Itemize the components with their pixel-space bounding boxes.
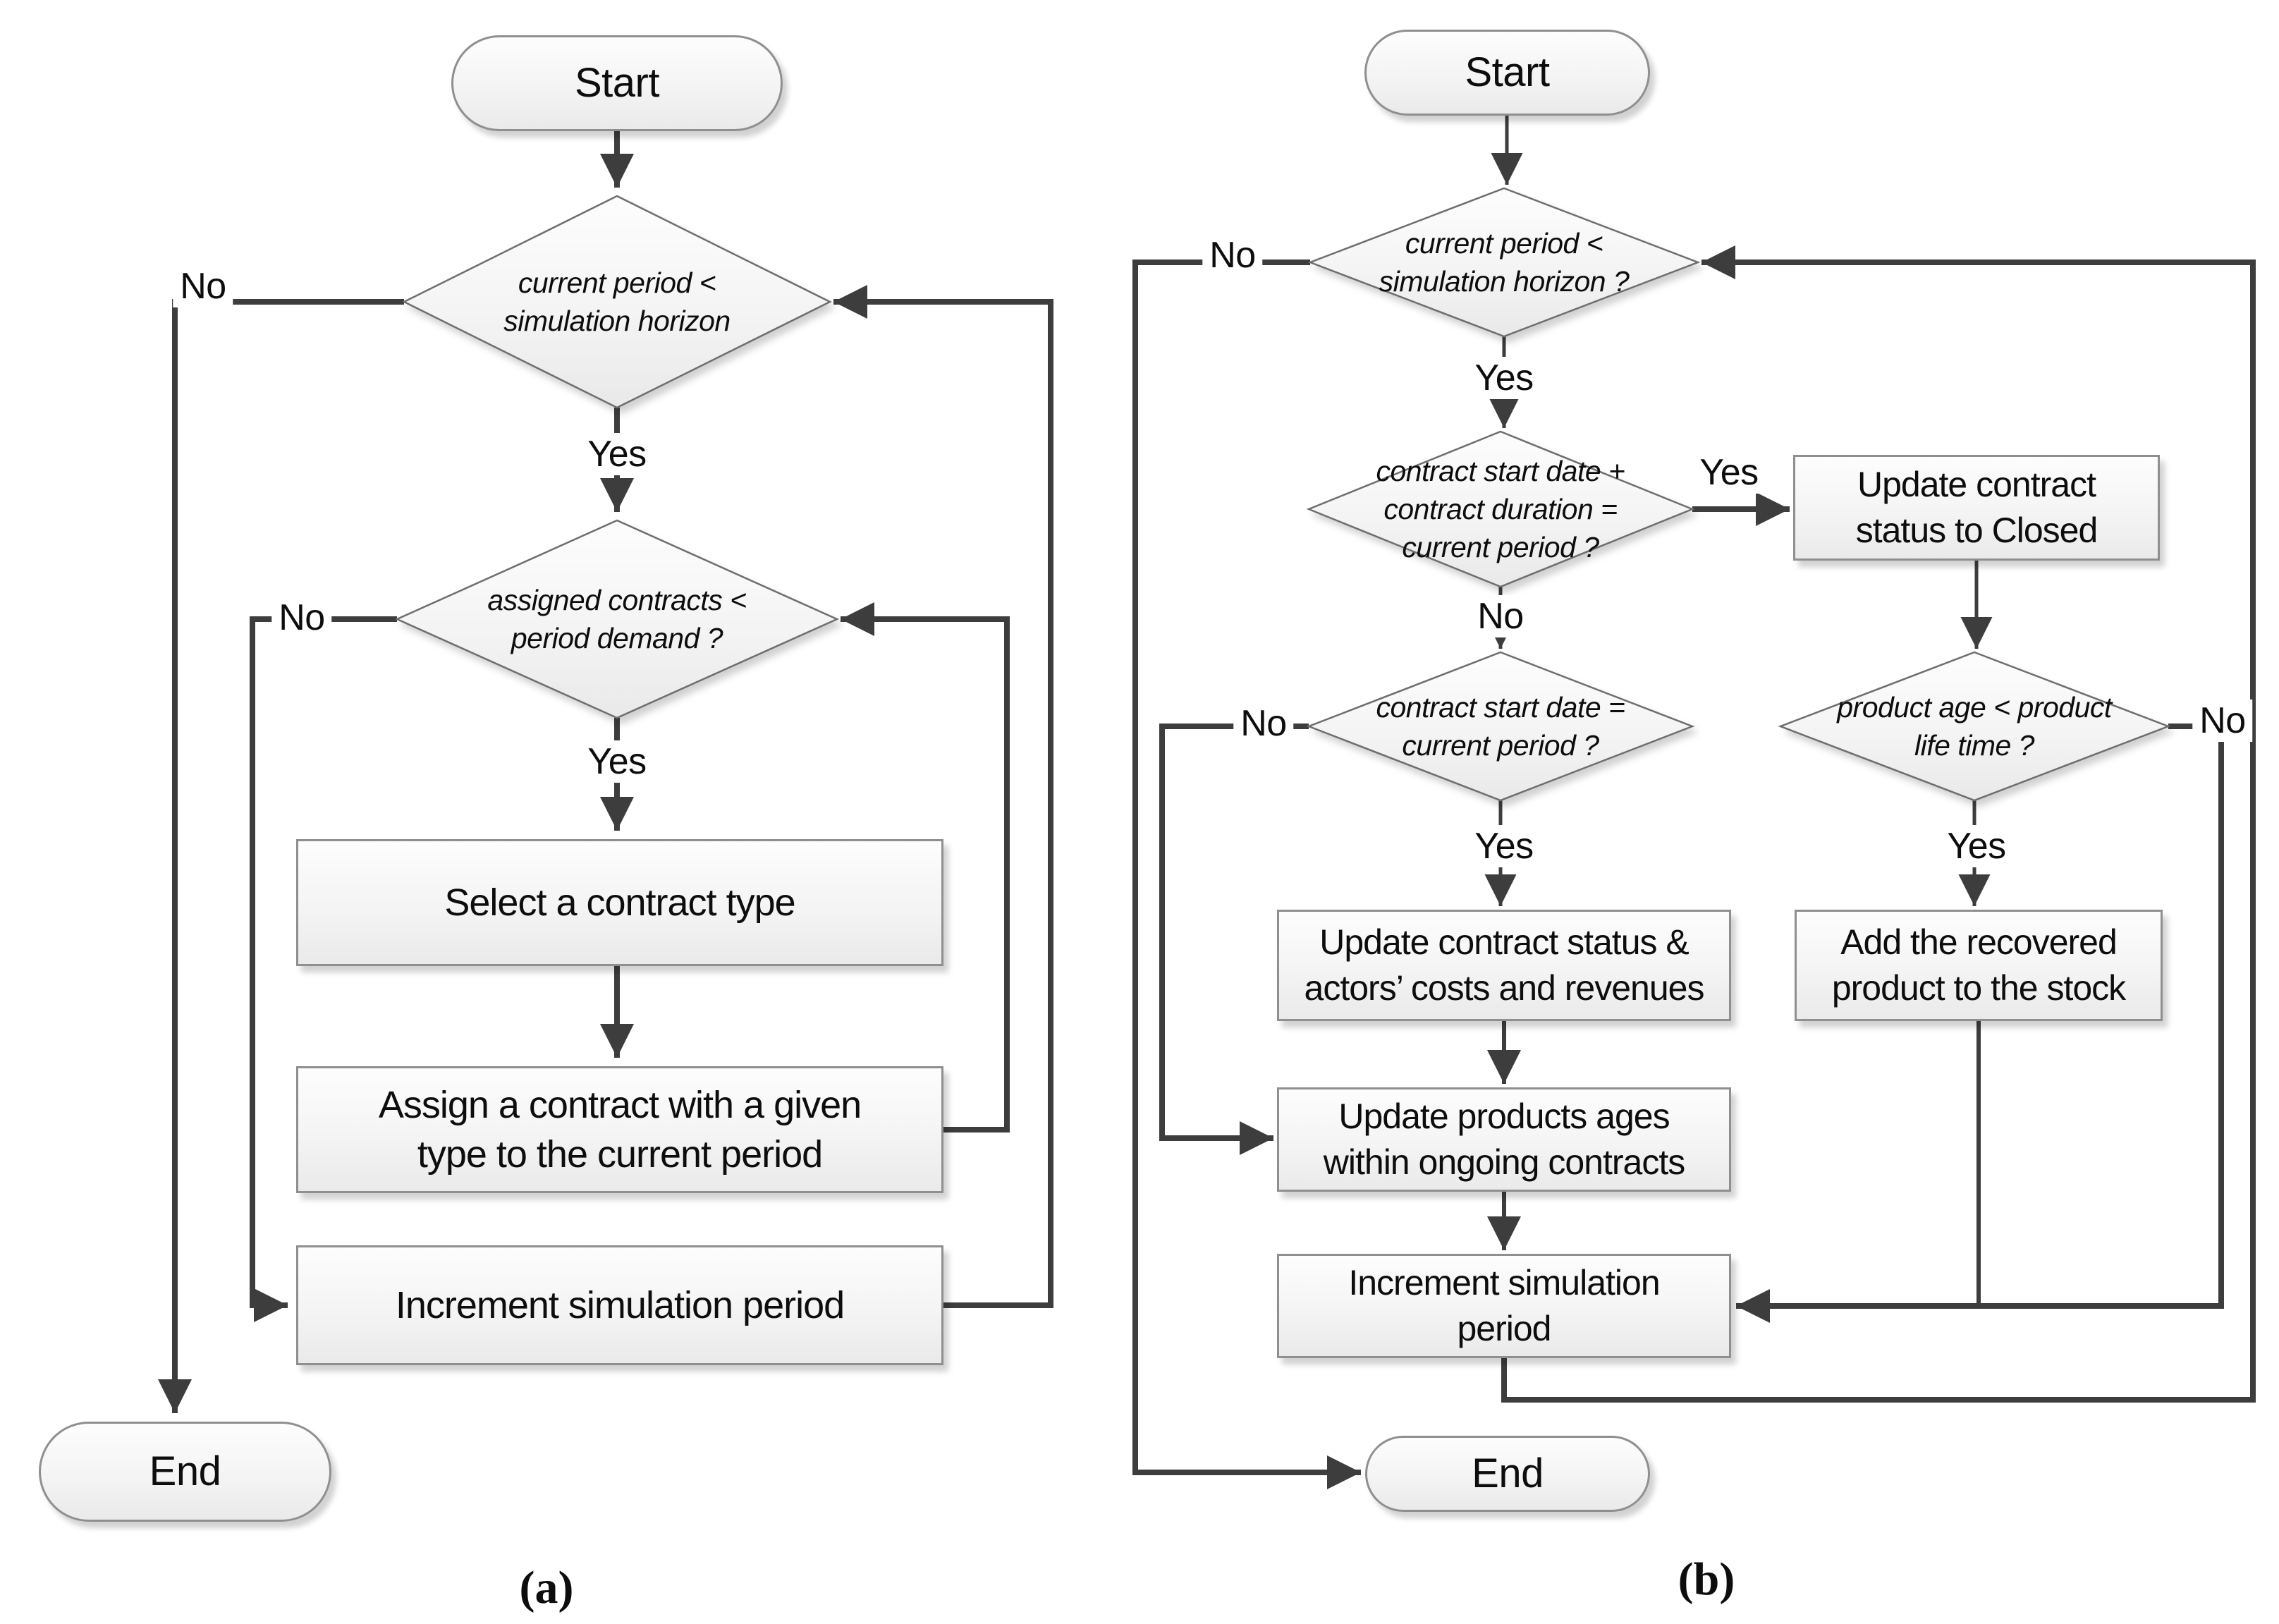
decision-assigned-contracts-a-shape <box>394 519 840 719</box>
end-node-a: End <box>39 1422 331 1522</box>
edge-a-increment-loop-to-horizon <box>833 285 1053 1308</box>
decision-product-age-b-text: product age < product life time ? <box>1809 688 2140 764</box>
decision-line: life time ? <box>1914 729 2034 762</box>
decision-assigned-contracts-a-text: assigned contracts < period demand ? <box>427 581 807 657</box>
process-line: Increment simulation <box>1348 1263 1660 1302</box>
start-node-a: Start <box>451 35 783 131</box>
process-line: product to the stock <box>1831 968 2126 1008</box>
process-assign-contract-a: Assign a contract with a given type to t… <box>296 1066 943 1193</box>
process-increment-period-a: Increment simulation period <box>296 1245 943 1365</box>
edge-label-no-horizon-a: No <box>173 265 233 307</box>
decision-line: contract start date + <box>1376 454 1626 487</box>
decision-contract-end-b-shape <box>1306 430 1695 588</box>
decision-line: contract start date = <box>1376 690 1626 724</box>
process-label: Select a contract type <box>444 881 795 924</box>
process-line: actors’ costs and revenues <box>1304 968 1705 1008</box>
process-label: Increment simulation period <box>395 1283 845 1326</box>
decision-current-period-b-text: current period < simulation horizon ? <box>1338 224 1670 300</box>
decision-current-period-a-shape <box>402 195 832 409</box>
end-label-b: End <box>1472 1451 1544 1497</box>
decision-line: simulation horizon ? <box>1379 265 1630 298</box>
decision-current-period-a-text: current period < simulation horizon <box>434 264 800 340</box>
start-label-b: Start <box>1465 49 1551 96</box>
decision-line: current period < <box>518 266 716 299</box>
caption-b: (b) <box>1678 1553 1735 1605</box>
process-line: Update contract <box>1857 465 2096 504</box>
process-increment-period-b: Increment simulation period <box>1277 1254 1731 1358</box>
decision-line: current period ? <box>1402 531 1599 564</box>
edge-label-no-demand-a: No <box>271 597 332 639</box>
decision-line: product age < product <box>1837 690 2112 724</box>
decision-line: current period < <box>1405 226 1603 260</box>
process-line: within ongoing contracts <box>1323 1142 1685 1182</box>
decision-line: simulation horizon <box>503 305 731 337</box>
decision-contract-end-b-text: contract start date + contract duration … <box>1338 452 1663 566</box>
edge-label-yes-demand-a: Yes <box>580 740 654 783</box>
end-node-b: End <box>1365 1436 1650 1512</box>
edge-label-yes-horizon-a: Yes <box>580 433 654 475</box>
edge-label-yes-contract-start-b: Yes <box>1467 825 1541 867</box>
process-update-status-b: Update contract status & actors’ costs a… <box>1277 910 1731 1021</box>
process-line: period <box>1457 1309 1552 1348</box>
edge-label-no-horizon-b: No <box>1202 234 1263 276</box>
process-line: Update products ages <box>1338 1097 1670 1136</box>
edge-label-no-contract-end-b: No <box>1470 595 1531 637</box>
decision-line: period demand ? <box>511 622 723 654</box>
process-select-contract-a: Select a contract type <box>296 839 943 966</box>
decision-current-period-b-shape <box>1307 187 1701 338</box>
end-label-a: End <box>149 1448 221 1495</box>
caption-a: (a) <box>519 1562 574 1613</box>
edge-label-yes-horizon-b: Yes <box>1467 357 1541 399</box>
edge-a-assign-loop-to-demand <box>841 602 1010 1132</box>
process-line: status to Closed <box>1855 511 2098 550</box>
start-label-a: Start <box>575 60 660 106</box>
edge-label-no-contract-start-b: No <box>1233 702 1294 745</box>
process-line: Assign a contract with a given <box>378 1083 862 1126</box>
process-line: type to the current period <box>417 1133 823 1176</box>
edge-b-increment-loop-to-horizon <box>1501 245 2256 1403</box>
process-line: Update contract status & <box>1319 922 1690 962</box>
process-line: Add the recovered <box>1840 922 2118 962</box>
decision-line: current period ? <box>1402 729 1599 762</box>
edge-label-yes-contract-end-b: Yes <box>1692 451 1766 494</box>
edge-label-yes-product-age-b: Yes <box>1940 825 2013 867</box>
decision-line: assigned contracts < <box>487 583 747 616</box>
process-update-ages-b: Update products ages within ongoing cont… <box>1277 1087 1731 1192</box>
process-update-closed-b: Update contract status to Closed <box>1793 455 2160 561</box>
decision-contract-start-b-text: contract start date = current period ? <box>1338 688 1663 764</box>
decision-contract-start-b-shape <box>1306 651 1695 802</box>
edge-label-no-product-age-b: No <box>2192 700 2253 742</box>
decision-product-age-b-shape <box>1778 651 2171 802</box>
start-node-b: Start <box>1364 30 1650 116</box>
decision-line: contract duration = <box>1383 492 1618 525</box>
process-add-recovered-b: Add the recovered product to the stock <box>1795 910 2163 1021</box>
